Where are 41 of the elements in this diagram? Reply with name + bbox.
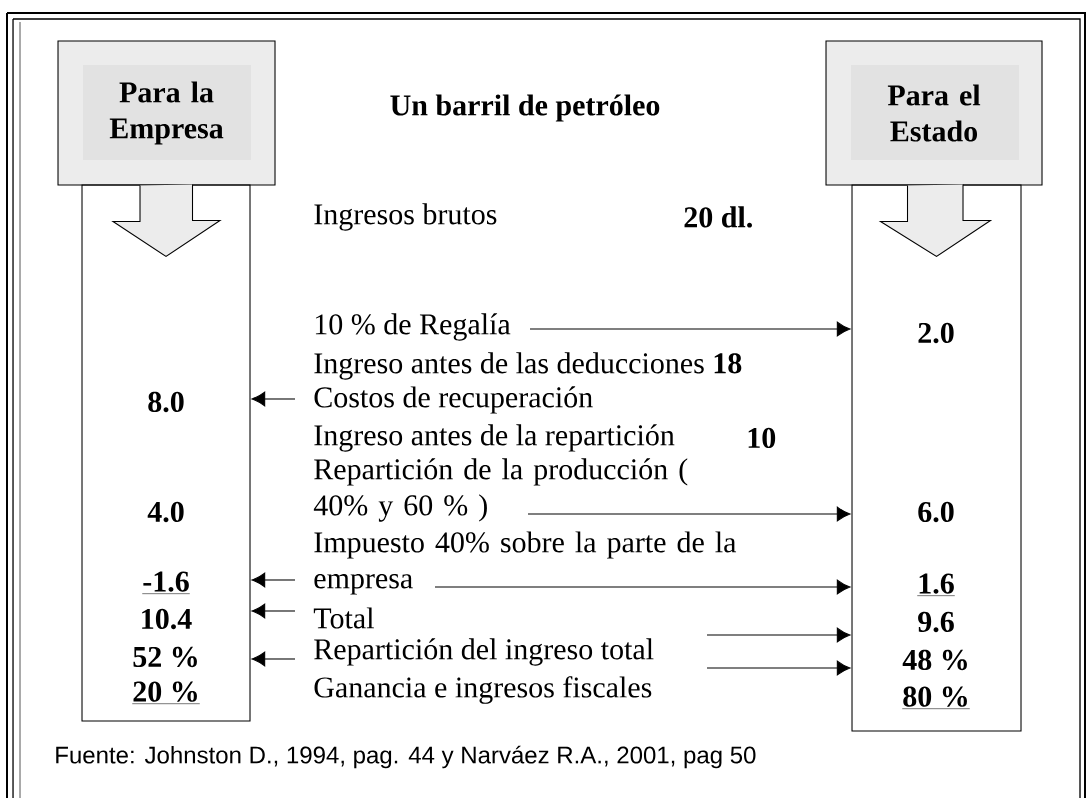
row-text: 10 % de Regalía — [315, 313, 511, 341]
amount-text: 4.0 — [147, 501, 184, 523]
amount-text: 2.0 — [918, 322, 954, 344]
row-text: Ingreso antes de la repartición — [314, 424, 675, 452]
row-text: Repartición de la producción ( 40% y 60 % ) — [313, 458, 688, 522]
amount-text: 8.0 — [148, 391, 184, 413]
amount-text: -1.6 — [142, 571, 190, 594]
amount-text: 80 % — [902, 686, 971, 709]
arrow — [251, 572, 296, 588]
column-box — [851, 184, 1022, 732]
source-note: Fuente: Johnston D., 1994, pag. 44 y Narváez R.A., 2001, pag 50 — [56, 745, 756, 769]
amount-text: 9.6 — [918, 611, 954, 633]
amount-text: 48 % — [902, 649, 967, 671]
row-text: Ganancia e ingresos fiscales — [314, 676, 652, 704]
amount-text: 10 — [748, 427, 776, 449]
row-text: Total — [313, 607, 374, 629]
header-box: Para el Estado — [825, 40, 1043, 186]
row-text: Impuesto 40% sobre la parte de la empresa — [314, 531, 737, 595]
row-text: Costos de recuperación — [314, 386, 593, 414]
header-box: Para la Empresa — [57, 40, 276, 186]
arrow — [251, 651, 296, 667]
arrow — [251, 391, 296, 407]
block-arrow — [111, 183, 222, 258]
amount-text: 10.4 — [142, 608, 192, 630]
arrow — [527, 506, 851, 522]
arrow — [706, 627, 851, 643]
row-text: Ingreso antes de las deducciones 18 — [314, 352, 742, 380]
amount-text: 6.0 — [918, 501, 954, 523]
arrow — [529, 321, 851, 337]
arrow — [251, 603, 296, 619]
arrow — [706, 660, 851, 676]
title: Un barril de petróleo — [390, 94, 660, 122]
amount-text: 1.6 — [917, 573, 956, 596]
arrow — [434, 579, 851, 595]
amount-text: 20 dl. — [684, 206, 752, 228]
row-text: Repartición del ingreso total — [314, 638, 654, 666]
amount-text: 52 % — [133, 646, 197, 668]
block-arrow — [878, 183, 993, 258]
row-text: Ingresos brutos — [314, 203, 497, 231]
amount-text: 20 % — [132, 681, 201, 704]
column-box — [81, 184, 251, 722]
